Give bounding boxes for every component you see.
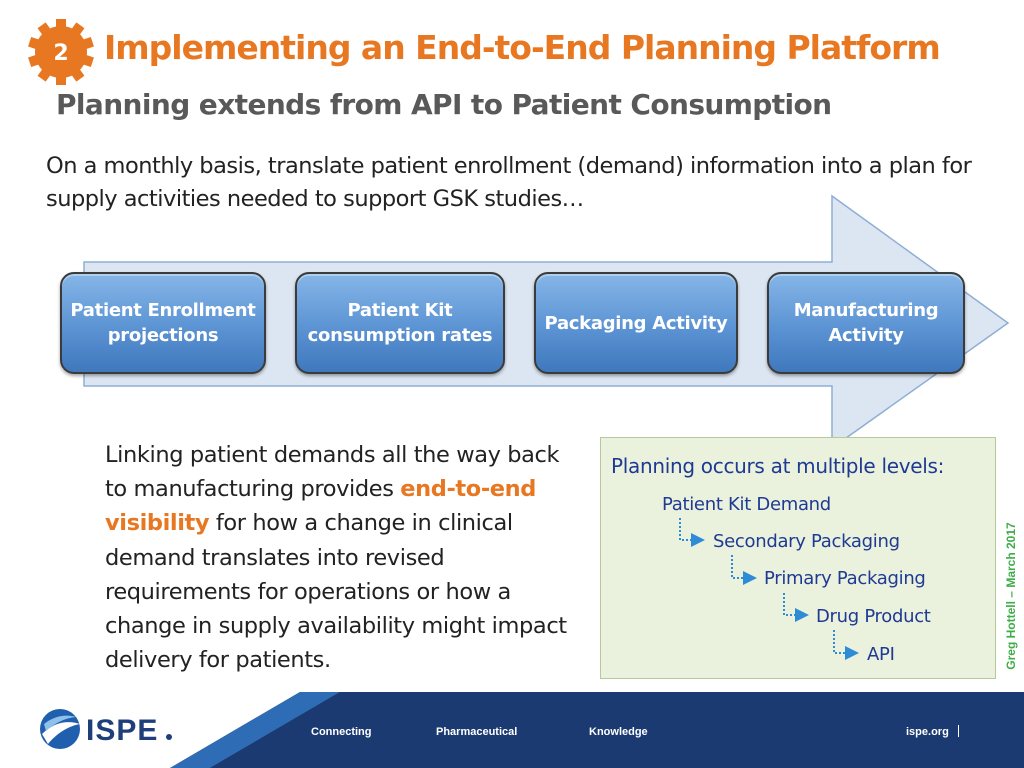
intro-text: On a monthly basis, translate patient en… bbox=[46, 153, 972, 212]
end-to-end-visibility-highlight: end-to-end visibility bbox=[105, 476, 536, 537]
level-patient-kit-demand: Patient Kit Demand bbox=[662, 494, 831, 515]
footer-tagline-pharmaceutical: Pharmaceutical bbox=[436, 726, 518, 738]
level-api: API bbox=[867, 644, 895, 665]
step-patient-kit-consumption: Patient Kit consumption rates bbox=[295, 272, 505, 374]
level-secondary-packaging: Secondary Packaging bbox=[713, 531, 900, 552]
page-title: Implementing an End-to-End Planning Plat… bbox=[104, 28, 941, 67]
author-credit: Greg Hottell – March 2017 bbox=[1004, 522, 1018, 670]
step-manufacturing-activity: Manufacturing Activity bbox=[767, 272, 965, 374]
logo-text: ISPE bbox=[86, 714, 158, 747]
dotted-elbow-arrow-icon bbox=[783, 593, 809, 622]
footer-bar: ISPE Connecting Pharmaceutical Knowledge… bbox=[0, 692, 1024, 768]
linking-text-start: Linking patient demands all the way back… bbox=[105, 442, 560, 503]
dotted-elbow-arrow-icon bbox=[679, 518, 705, 547]
footer-tagline-connecting: Connecting bbox=[311, 726, 372, 738]
footer-background bbox=[0, 692, 1024, 768]
linking-text: Linking patient demands all the way back… bbox=[105, 438, 585, 677]
ispe-swoosh-icon bbox=[40, 709, 80, 749]
badge-number: 2 bbox=[53, 41, 68, 66]
footer-divider bbox=[958, 725, 959, 737]
step-packaging-activity: Packaging Activity bbox=[534, 272, 738, 374]
planning-levels-panel: Planning occurs at multiple levels: Pati… bbox=[600, 437, 996, 679]
ispe-logo: ISPE bbox=[40, 709, 172, 749]
level-drug-product: Drug Product bbox=[816, 606, 931, 627]
linking-text-end: for how a change in clinical demand tran… bbox=[105, 510, 567, 674]
level-connectors bbox=[679, 518, 859, 660]
footer-tagline-knowledge: Knowledge bbox=[589, 726, 648, 738]
dotted-elbow-arrow-icon bbox=[731, 555, 757, 585]
page-subtitle: Planning extends from API to Patient Con… bbox=[56, 88, 832, 121]
step-patient-enrollment: Patient Enrollment projections bbox=[60, 272, 266, 374]
footer-site-link[interactable]: ispe.org bbox=[906, 726, 949, 738]
levels-title: Planning occurs at multiple levels: bbox=[611, 454, 945, 478]
level-primary-packaging: Primary Packaging bbox=[764, 568, 926, 589]
gear-badge-icon: 2 bbox=[28, 19, 94, 85]
dotted-elbow-arrow-icon bbox=[833, 630, 859, 660]
